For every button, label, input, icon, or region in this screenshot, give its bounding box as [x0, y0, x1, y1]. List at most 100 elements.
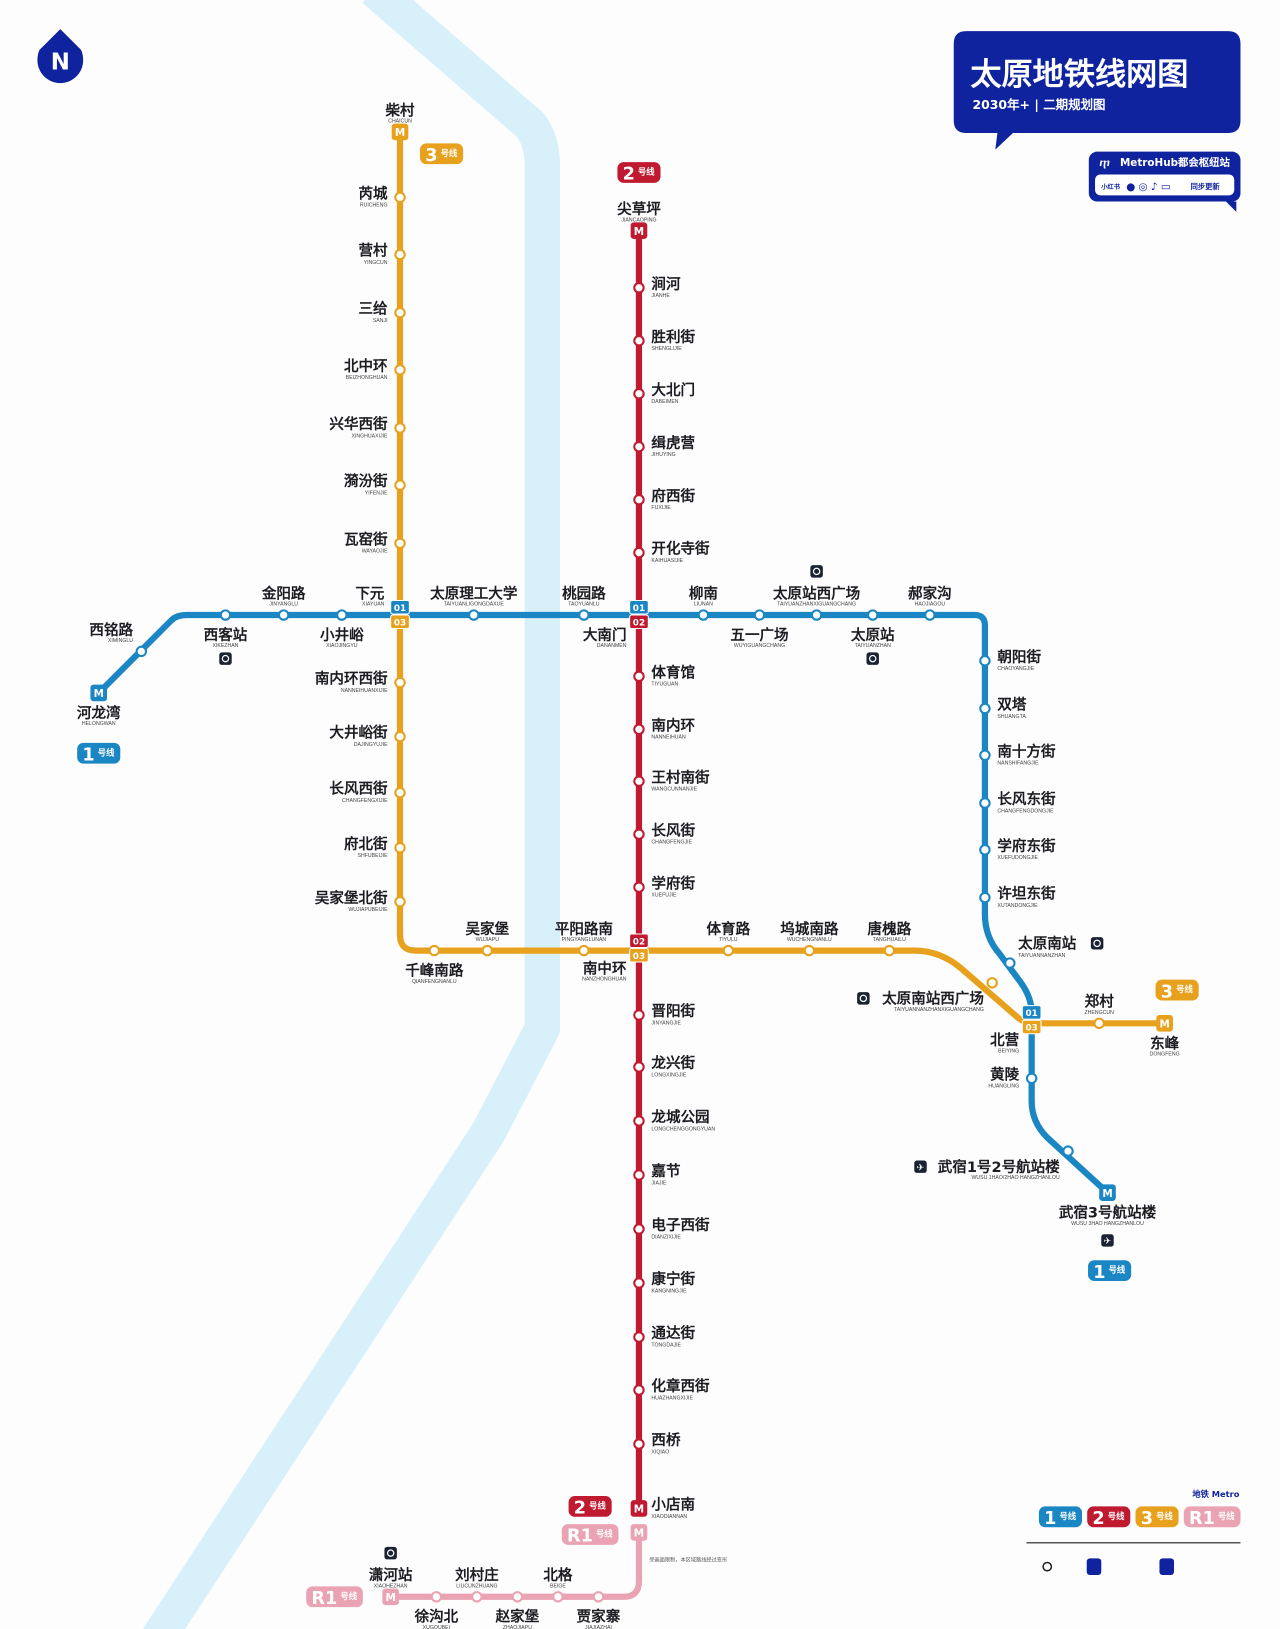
- source-box: MetroHub都会枢纽站 ⴅ 小红书 ● ◎ ♪ ▭ 同步更新: [1088, 151, 1241, 212]
- metro-glyph: M: [385, 1592, 395, 1604]
- line-badge-bg: [1087, 1506, 1131, 1528]
- station-name: 大北门: [651, 381, 695, 399]
- station-dot: [394, 191, 406, 204]
- railway-station-icon: [857, 992, 870, 1005]
- station-pinyin: ZHAOJIAPU: [503, 1625, 532, 1629]
- railway-station-icon: [866, 652, 879, 665]
- station-name: 大井峪街: [329, 724, 388, 742]
- station-name: 学府东街: [997, 837, 1056, 855]
- station-dot: [633, 670, 645, 683]
- station-pinyin: RUICHENG: [360, 203, 388, 209]
- station-name: 五一广场: [730, 626, 788, 644]
- line-number: R1: [567, 1527, 593, 1547]
- station-pinyin: DABEIMEN: [651, 399, 678, 405]
- station-dot: [633, 1331, 645, 1343]
- interchange-code: 03: [1026, 1024, 1038, 1034]
- station-name: 尖草坪: [617, 200, 661, 218]
- station-dot: [481, 944, 493, 957]
- station-name: 西铭路: [89, 621, 133, 639]
- station-pinyin: XUTANDONGJIE: [997, 903, 1038, 909]
- station-dot: [394, 676, 406, 689]
- north-label: N: [51, 50, 70, 76]
- station-name: 太原站西广场: [773, 584, 860, 602]
- line-badge-bg: [1038, 1506, 1083, 1528]
- north-compass-icon: N: [37, 29, 84, 84]
- railway-glyph: [221, 654, 230, 663]
- station-name: 三给: [358, 300, 388, 318]
- station-name: 开化寺街: [651, 540, 710, 558]
- station-dot: [633, 493, 645, 506]
- source-platform: 小红书: [1100, 183, 1120, 191]
- terminal-icon: [1156, 1015, 1173, 1032]
- line-badge-bg: [561, 1524, 619, 1545]
- station-name: 黄陵: [990, 1065, 1020, 1083]
- station-name: 南十方街: [997, 742, 1056, 760]
- station-name: 通达街: [651, 1324, 695, 1342]
- station-dot: [633, 546, 645, 559]
- station-dot: [633, 282, 645, 294]
- station-pinyin: WUSU 1HAO/2HAO HANGZHANLOU: [972, 1175, 1060, 1181]
- station-pinyin: XIKEZHAN: [213, 643, 239, 649]
- line-badge-bg: [306, 1586, 363, 1608]
- interchange-code: 02: [633, 937, 645, 947]
- station-pinyin: TAIYUANNANZHAN: [1018, 953, 1065, 959]
- station-pinyin: BEIYING: [998, 1048, 1019, 1054]
- station-dot: [633, 388, 645, 400]
- station-name: 府北街: [344, 835, 388, 853]
- station-dot: [979, 702, 991, 715]
- line-suffix: 号线: [340, 1591, 357, 1601]
- terminal-icon: [382, 1588, 399, 1606]
- metro-glyph: M: [395, 127, 405, 139]
- station-dot: [633, 723, 645, 736]
- station-dot: [219, 609, 232, 621]
- station-pinyin: TIYUGUAN: [651, 682, 678, 688]
- line-badge-bg: [77, 742, 121, 764]
- distortion-note: 受画面限制，本区域路线经过变形: [649, 1555, 728, 1563]
- station-pinyin: LIUNAN: [694, 602, 713, 608]
- station-dot: [633, 441, 645, 453]
- legend-terminal-icon: [1086, 1558, 1102, 1575]
- metro-glyph: M: [1159, 1018, 1169, 1030]
- station-pinyin: CHAOYANGJIE: [997, 666, 1034, 672]
- station-name: 平阳路南: [555, 920, 613, 938]
- metro-lines: [95, 128, 1168, 1600]
- station-pinyin: JIAJIE: [651, 1180, 667, 1186]
- station-pinyin: JINYANGLU: [269, 602, 298, 608]
- station-pinyin: XUGOUBEI: [423, 1625, 450, 1629]
- station-name: 漪汾街: [344, 472, 388, 490]
- station-name: 北营: [990, 1032, 1019, 1049]
- line-number: 2: [1092, 1509, 1104, 1529]
- station-dot: [979, 891, 991, 904]
- station-dot: [979, 844, 991, 856]
- station-dot: [697, 609, 710, 621]
- interchange-code: 01: [633, 604, 645, 614]
- river-background: [142, 0, 561, 1629]
- line-badge-bg: [568, 1496, 612, 1517]
- station-name: 武宿3号航站楼: [1059, 1204, 1157, 1222]
- plane-glyph: ✈: [917, 1162, 925, 1173]
- station-name: 南中环: [583, 959, 627, 977]
